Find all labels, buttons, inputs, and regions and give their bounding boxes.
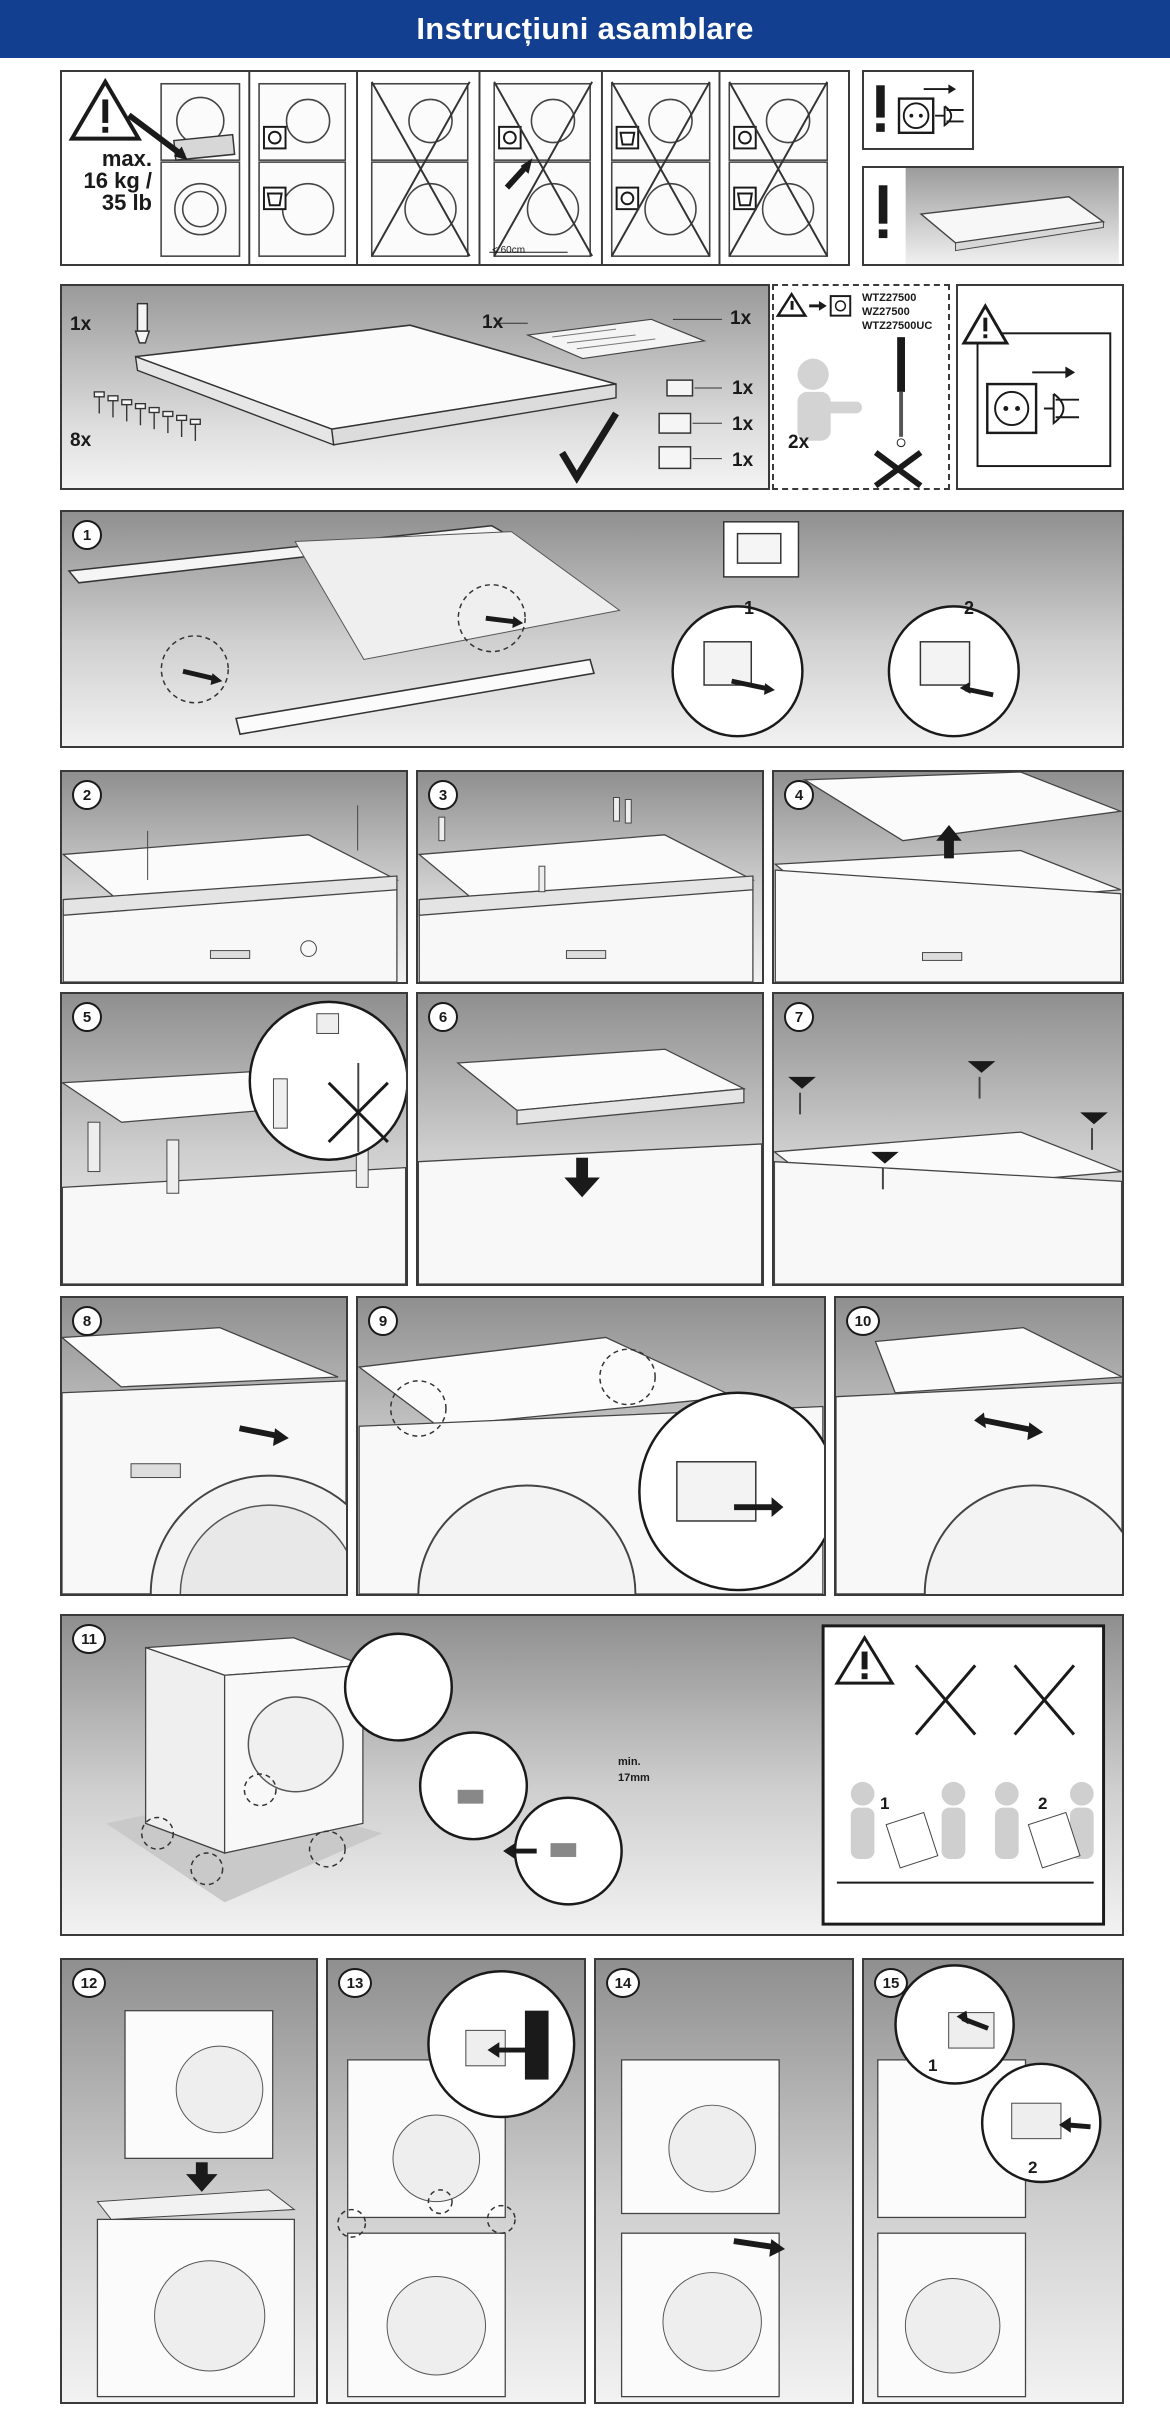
step-15-number: 15: [874, 1968, 908, 1998]
step-12-number: 12: [72, 1968, 106, 1998]
unplug-panel: [956, 284, 1124, 490]
step-1-sub-1: 1: [744, 598, 755, 618]
step-4-art: [774, 772, 1122, 982]
screws-qty: 8x: [70, 430, 92, 451]
step-15-panel: 15 1 2: [862, 1958, 1124, 2404]
step-2-panel: 2: [60, 770, 408, 984]
step-13-number: 13: [338, 1968, 372, 1998]
plug-socket-icon: [986, 366, 1080, 435]
step-13-panel: 13: [326, 1958, 586, 2404]
step-1-number: 1: [72, 520, 102, 550]
step-8-panel: 8: [60, 1296, 348, 1596]
step-3-art: [418, 797, 756, 982]
step-5-panel: 5: [60, 992, 408, 1286]
step-5-art: [62, 1000, 406, 1284]
model-2: WZ27500: [862, 306, 910, 318]
step-13-art: [337, 1970, 576, 2398]
step-9-panel: 9: [356, 1296, 826, 1596]
min-label: min.: [618, 1756, 641, 1768]
cross-icon: [873, 450, 923, 488]
clearance-label: 17mm: [618, 1772, 650, 1784]
step-14-number: 14: [606, 1968, 640, 1998]
step-3-number: 3: [428, 780, 458, 810]
arrow-icon: [564, 1157, 600, 1198]
step-4-number: 4: [784, 780, 814, 810]
max-kg-label: 16 kg /: [83, 168, 152, 193]
step-6-number: 6: [428, 1002, 458, 1032]
lift-option-1: 1: [880, 1794, 890, 1813]
model-1: WTZ27500: [862, 292, 917, 304]
warning-strip-art: [68, 72, 829, 264]
warning-triangle-icon: [68, 77, 143, 141]
step-11-number: 11: [72, 1624, 106, 1654]
warning-triangle-icon: [834, 1634, 895, 1685]
clip1-qty: 1x: [732, 378, 754, 399]
step-1-panel: 1 1 2: [60, 510, 1124, 748]
step-14-art: [620, 2059, 786, 2398]
unplug-art: [961, 303, 1112, 468]
step-1-art: [67, 521, 1020, 738]
max-label: max.: [101, 146, 152, 171]
step-2-number: 2: [72, 780, 102, 810]
step-7-number: 7: [784, 1002, 814, 1032]
step-2-art: [62, 805, 400, 982]
step-10-art: [836, 1326, 1122, 1594]
step-8-number: 8: [72, 1306, 102, 1336]
step-4-panel: 4: [772, 770, 1124, 984]
tools-panel: WTZ27500 WZ27500 WTZ27500UC 2x: [772, 284, 950, 490]
step-11-panel: 11 min. 17mm 1 2: [60, 1614, 1124, 1936]
step-1-sub-2: 2: [964, 598, 975, 618]
step-14-panel: 14: [594, 1958, 854, 2404]
step-12-panel: 12: [60, 1958, 318, 2404]
step-15-art: [877, 1964, 1102, 2398]
screwdriver-icon: [896, 337, 906, 448]
tools-art: [775, 291, 923, 488]
checkmark-icon: [559, 411, 619, 484]
distance-label: < 60cm: [492, 245, 526, 256]
step-7-panel: 7: [772, 992, 1124, 1286]
step-10-panel: 10: [834, 1296, 1124, 1596]
warning-triangle-icon: [961, 303, 1010, 345]
step-6-panel: 6: [416, 992, 764, 1286]
warning-triangle-icon: [775, 291, 808, 317]
pin-qty: 1x: [70, 314, 92, 335]
step-10-number: 10: [846, 1306, 880, 1336]
step-15-sub-1: 1: [928, 2056, 938, 2075]
plug-socket-icon: [876, 84, 964, 134]
lift-option-2: 2: [1038, 1794, 1048, 1813]
page-title: Instrucțiuni asamblare: [0, 0, 1170, 58]
warning-strip-panel: max. 16 kg / 35 lb < 60cm: [60, 70, 850, 266]
parts-list-art: [93, 302, 722, 484]
step-9-number: 9: [368, 1306, 398, 1336]
model-3: WTZ27500UC: [862, 320, 933, 332]
step-7-art: [774, 1061, 1122, 1284]
max-load-text: max. 16 kg / 35 lb: [68, 148, 152, 214]
arrow-icon: [186, 2162, 218, 2192]
step-9-art: [358, 1336, 824, 1594]
step-6-art: [418, 1048, 762, 1284]
arrow-icon: [936, 824, 962, 859]
step-12-art: [96, 2010, 296, 2398]
exclamation-icon: [878, 185, 888, 239]
persons-qty: 2x: [788, 432, 810, 453]
step-11-art: [106, 1624, 1106, 1926]
clip3-qty: 1x: [732, 450, 754, 471]
parts-list-panel: 1x 8x 1x 1x 1x 1x 1x: [60, 284, 770, 490]
doc-qty: 1x: [730, 308, 752, 329]
step-8-art: [62, 1327, 346, 1594]
step-15-sub-2: 2: [1028, 2158, 1038, 2177]
max-lb-label: 35 lb: [101, 190, 152, 215]
unplug-notice-panel: [862, 70, 974, 150]
frame-notice-art: [878, 168, 1119, 264]
cross-icon: [327, 1081, 389, 1144]
step-3-panel: 3: [416, 770, 764, 984]
clip2-qty: 1x: [732, 414, 754, 435]
frame-notice-panel: [862, 166, 1124, 266]
step-5-number: 5: [72, 1002, 102, 1032]
frame-qty: 1x: [482, 312, 504, 333]
